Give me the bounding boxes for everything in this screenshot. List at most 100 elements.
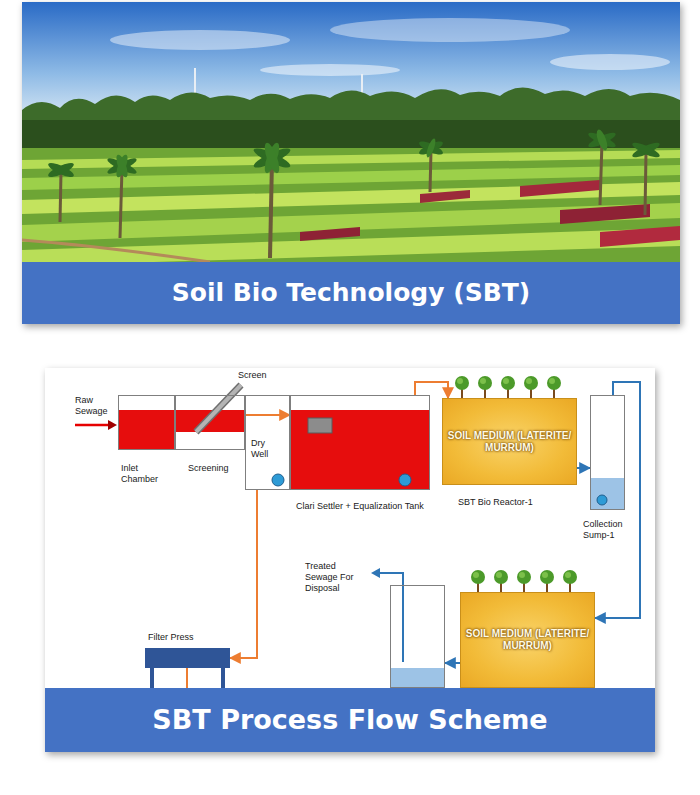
bio-reactor: SOIL MEDIUM (LATERITE/ MURRUM)SBT Bio Re… [442, 398, 577, 485]
papaya-tree [270, 160, 272, 258]
tree-symbol [524, 376, 538, 390]
plantation-photo [22, 2, 680, 262]
diagram-card: SBT Process Flow SchemeInlet ChamberScre… [45, 368, 655, 752]
node-label: SOIL MEDIUM (LATERITE/ MURRUM) [465, 628, 590, 652]
tree-symbol [501, 376, 515, 390]
raw-sewage-arrow [75, 420, 117, 430]
part-label: Screen [238, 370, 267, 381]
papaya-tree [262, 141, 282, 174]
pump-symbol [597, 495, 607, 505]
text-holder: Collection Sump-1 [583, 519, 637, 541]
tree-symbol [478, 376, 492, 390]
tank-fill [390, 668, 445, 688]
papaya-tree [430, 150, 431, 192]
plantation-photo [330, 18, 570, 42]
text-holder: Clari Settler + Equalization Tank [296, 501, 424, 512]
node-label: Filter Press [148, 632, 194, 643]
node-label: SBT Bio Reactor-1 [458, 497, 533, 508]
plantation-photo [300, 227, 360, 241]
text-holder: Filter Press [148, 632, 194, 643]
node-label: Collection Sump-1 [583, 519, 637, 541]
screen-bar [196, 385, 241, 432]
plantation-photo [560, 204, 650, 224]
papaya-tree [262, 141, 282, 174]
text-holder: Inlet Chamber [121, 463, 169, 485]
raw-sewage-arrow [75, 424, 110, 427]
flow-pipe [245, 414, 290, 416]
papaya-tree [600, 142, 602, 205]
filter-press-legs [150, 668, 154, 688]
tank-fill [290, 410, 430, 490]
papaya-tree [47, 160, 76, 179]
text-holder: SBT Bio Reactor-1 [458, 497, 533, 508]
node-label: Treated Sewage For Disposal [305, 561, 361, 593]
text-holder: Treated Sewage For Disposal [305, 561, 361, 593]
node-label: Screening [188, 463, 229, 474]
papaya-tree [120, 168, 122, 238]
tree-symbol [517, 570, 531, 584]
papaya-tree [47, 160, 76, 179]
title-banner: Soil Bio Technology (SBT) [22, 262, 680, 324]
tank-fill [590, 478, 625, 510]
filter-press: Filter Press [145, 648, 230, 668]
tree-symbol [503, 378, 509, 384]
tree-symbol [471, 570, 485, 584]
disposal-pipe [379, 573, 403, 585]
text-holder: Dry Well [251, 438, 277, 460]
papaya-tree [425, 138, 437, 159]
tree-symbol [519, 572, 525, 578]
tree-symbol [549, 378, 555, 384]
papaya-tree [631, 140, 662, 160]
plantation-photo [550, 54, 670, 70]
filter-press-legs [186, 668, 188, 688]
tree-symbol [496, 572, 502, 578]
tree-symbol [526, 378, 532, 384]
flow-pipe [230, 490, 257, 658]
screen-bar [196, 385, 241, 432]
node-label: SBT Process Flow Scheme [152, 704, 547, 736]
pump-symbol [272, 474, 284, 486]
text-holder: SOIL MEDIUM (LATERITE/ MURRUM) [465, 593, 590, 687]
papaya-tree [47, 160, 76, 179]
photo-card: Soil Bio Technology (SBT) [22, 2, 680, 324]
screening-chamber: Screening [175, 395, 245, 450]
filter-press-legs [221, 668, 225, 688]
node-label: SOIL MEDIUM (LATERITE/ MURRUM) [447, 430, 572, 454]
papaya-tree [252, 141, 292, 174]
text-holder: SBT Process Flow Scheme [152, 704, 547, 736]
papaya-tree [114, 153, 130, 178]
tree-symbol [563, 570, 577, 584]
flow-pipe [595, 382, 640, 618]
tree-symbol [547, 376, 561, 390]
filter-press-legs [150, 668, 225, 688]
tree-symbol [540, 570, 554, 584]
card-background [45, 368, 655, 752]
card-background [45, 368, 655, 752]
disposal-pipe [402, 586, 404, 662]
plantation-photo [110, 30, 290, 50]
part-label: Raw Sewage [75, 395, 113, 417]
collection-sump: Collection Sump-1 [590, 395, 625, 510]
papaya-tree [587, 128, 618, 151]
papaya-tree [418, 138, 445, 159]
papaya-tree [594, 128, 609, 151]
inlet-chamber: Inlet Chamber [118, 395, 175, 450]
node-label: Inlet Chamber [121, 463, 169, 485]
text-holder: SOIL MEDIUM (LATERITE/ MURRUM) [447, 399, 572, 484]
plantation-photo [260, 64, 400, 76]
tree-symbol [455, 376, 469, 390]
node-label: Dry Well [251, 438, 277, 460]
tree-symbol [473, 572, 479, 578]
plantation-photo [22, 240, 210, 262]
clari-settler-tank: Clari Settler + Equalization Tank [290, 395, 430, 490]
tree-symbol [457, 378, 463, 384]
flow-pipe [445, 662, 460, 664]
dry-well: Dry Well [245, 395, 290, 490]
plantation-photo [600, 226, 680, 247]
papaya-tree [631, 140, 662, 160]
papaya-tree [114, 153, 130, 178]
inflow-label: Raw Sewage [75, 395, 113, 417]
